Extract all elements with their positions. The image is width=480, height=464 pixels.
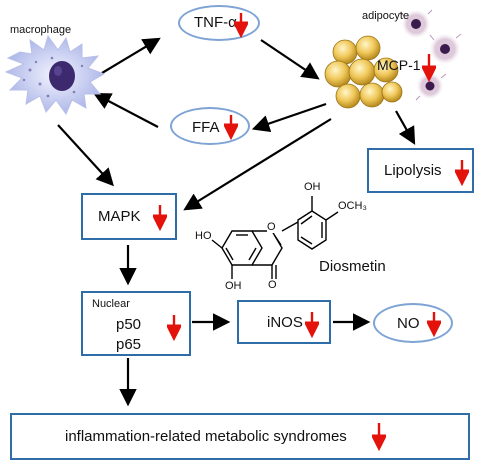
macrophage-cell-icon bbox=[4, 34, 106, 116]
nuclear-box: Nuclear p50 p65 bbox=[81, 291, 191, 356]
p65-label: p65 bbox=[116, 336, 142, 353]
down-arrow-icon bbox=[305, 312, 319, 339]
mcp1-label: MCP-1 bbox=[377, 57, 421, 73]
p50-label: p50 bbox=[116, 316, 142, 333]
outcome-box: inflammation-related metabolic syndromes bbox=[10, 413, 470, 460]
arrow-adipocyte-to-mapk bbox=[183, 118, 332, 211]
down-arrow-icon bbox=[224, 115, 238, 141]
no-label: NO bbox=[397, 315, 420, 332]
diosmetin-structure bbox=[211, 196, 339, 279]
mapk-box: MAPK bbox=[81, 193, 177, 240]
adipocyte-label: adipocyte bbox=[362, 10, 410, 22]
mapk-label: MAPK bbox=[98, 208, 141, 225]
no-ellipse: NO bbox=[373, 303, 453, 343]
down-arrow-icon bbox=[153, 205, 167, 232]
lipolysis-label: Lipolysis bbox=[384, 162, 442, 179]
macrophage-label: macrophage bbox=[10, 24, 72, 36]
down-arrow-icon bbox=[234, 13, 248, 39]
och3-label: OCH₃ bbox=[338, 200, 367, 212]
down-arrow-icon bbox=[427, 312, 441, 338]
arrow-macrophage-to-tnf bbox=[101, 37, 161, 74]
tnf-ellipse: TNF-α bbox=[178, 5, 260, 41]
arrow-tnf-to-adipocyte bbox=[260, 39, 320, 80]
nuclear-label: Nuclear bbox=[92, 298, 130, 310]
adipocyte-cluster-icon bbox=[324, 35, 403, 109]
ffa-ellipse: FFA bbox=[170, 107, 250, 145]
ffa-label: FFA bbox=[192, 119, 220, 136]
arrow-adipocyte-to-ffa bbox=[251, 102, 327, 133]
inos-box: iNOS bbox=[237, 300, 331, 344]
outcome-label: inflammation-related metabolic syndromes bbox=[65, 428, 347, 445]
arrow-adipocyte-to-lipolysis bbox=[395, 110, 416, 145]
lipolysis-box: Lipolysis bbox=[367, 148, 474, 193]
oh-bottom-label: OH bbox=[225, 280, 242, 292]
carbonyl-oxygen-label: O bbox=[268, 279, 277, 291]
arrow-macrophage-to-mapk bbox=[57, 124, 114, 187]
inos-label: iNOS bbox=[267, 314, 303, 331]
down-arrow-icon bbox=[167, 315, 181, 342]
arrow-ffa-to-macrophage bbox=[93, 92, 159, 128]
down-arrow-icon bbox=[455, 160, 469, 187]
oh-top-label: OH bbox=[304, 181, 321, 193]
ho-left-label: HO bbox=[195, 230, 212, 242]
diosmetin-label: Diosmetin bbox=[319, 258, 386, 275]
down-arrow-icon bbox=[422, 54, 436, 83]
down-arrow-icon bbox=[372, 423, 386, 452]
ring-oxygen-label: O bbox=[267, 221, 276, 233]
tnf-label: TNF-α bbox=[194, 14, 237, 31]
